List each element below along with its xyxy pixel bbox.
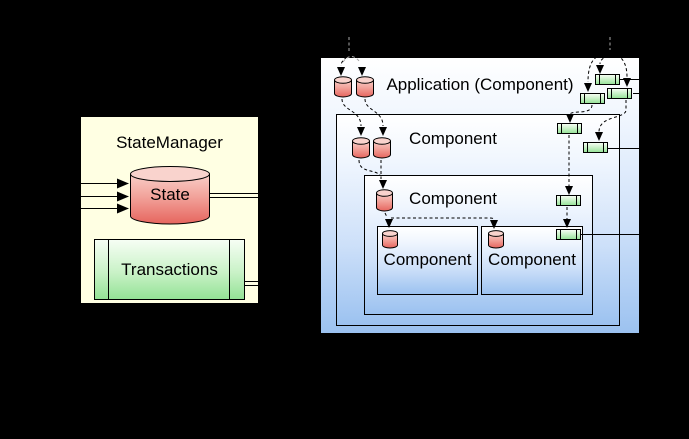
transactions-box: Transactions <box>94 239 245 300</box>
transactions-bar-icon <box>556 195 581 206</box>
transactions-bar-icon <box>583 142 608 153</box>
state-cylinder-icon <box>356 76 374 98</box>
transactions-bar-icon <box>580 93 605 104</box>
state-cylinder-icon <box>352 137 370 159</box>
statemanager-title: StateManager <box>116 133 223 152</box>
transactions-bar-icon <box>557 123 582 134</box>
state-label: State <box>150 185 190 204</box>
transactions-bar-icon <box>556 229 581 240</box>
state-cylinder-icon <box>488 230 504 249</box>
application-label: Application (Component) <box>386 75 574 94</box>
state-cylinder-icon <box>382 230 398 249</box>
transactions-label: Transactions <box>121 259 218 279</box>
transactions-bar-icon <box>607 88 632 99</box>
state-cylinder-icon <box>376 189 393 212</box>
state-cylinder-icon <box>334 76 352 98</box>
component-leaf-right-label: Component <box>488 250 576 269</box>
transactions-bar-icon <box>595 74 620 85</box>
component-level2-label: Component <box>409 129 497 148</box>
state-cylinder-icon <box>130 166 210 225</box>
state-cylinder-icon <box>373 137 391 159</box>
component-leaf-left-label: Component <box>383 250 472 269</box>
component-level3-label: Component <box>409 189 497 208</box>
